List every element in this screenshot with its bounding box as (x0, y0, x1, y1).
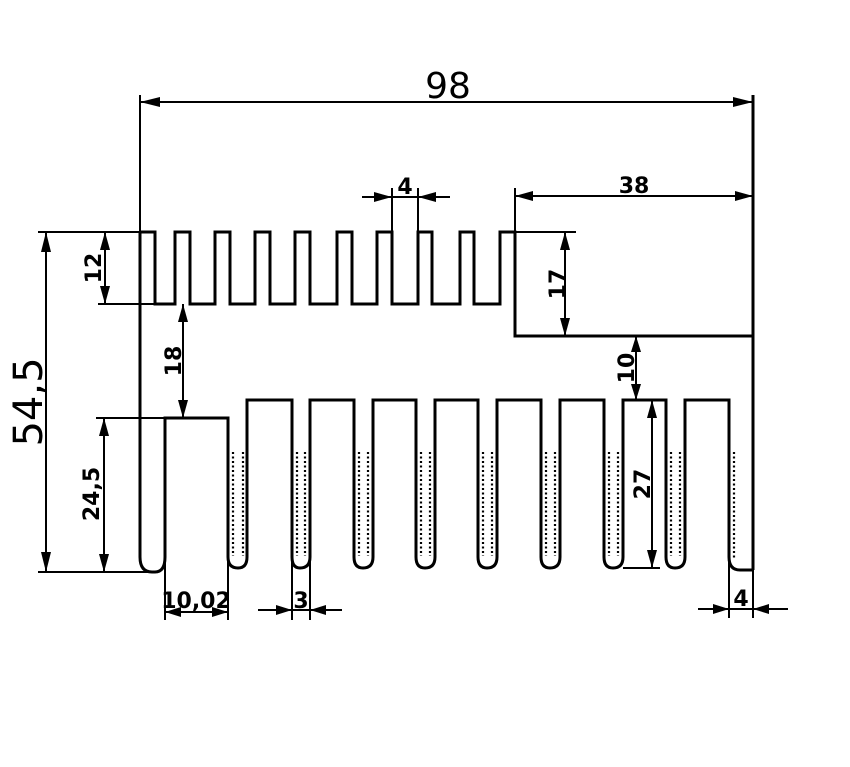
top-fin-height-label: 12 (82, 253, 107, 284)
lower-block-height-label: 24,5 (80, 467, 105, 521)
dimension-top-fin-width: 4 (362, 175, 450, 232)
right-block-width-label: 38 (619, 174, 650, 199)
right-block-height-label: 17 (546, 269, 571, 300)
dimension-right-block-height: 17 (515, 231, 576, 336)
dimension-lower-block-width: 10,02 (161, 557, 231, 620)
dimension-end-wall-width: 4 (698, 557, 788, 618)
dimension-lower-fin-height: 27 (623, 399, 666, 569)
upper-comb-outline (140, 230, 753, 338)
top-fin-width-label: 4 (397, 175, 412, 200)
dimension-overall-height: 54,5 (6, 231, 150, 573)
lower-fin-outline (138, 398, 753, 574)
lower-fin-height-label: 27 (631, 469, 656, 500)
dimension-lower-block-height: 24,5 (80, 417, 165, 572)
dimension-gap-height: 18 (162, 304, 188, 418)
dimension-right-block-width: 38 (514, 174, 753, 232)
dimension-overall-width: 98 (139, 66, 753, 232)
lower-slot-width-label: 3 (293, 589, 308, 614)
right-gap-label: 10 (615, 353, 640, 384)
gap-height-label: 18 (162, 346, 187, 377)
dimension-right-gap: 10 (615, 336, 641, 400)
overall-width-label: 98 (425, 66, 471, 107)
dimension-top-fin-height: 12 (82, 231, 155, 305)
end-wall-width-label: 4 (733, 587, 748, 612)
dimension-lower-slot-width: 3 (258, 557, 342, 620)
lower-block-width-label: 10,02 (161, 589, 231, 614)
overall-height-label: 54,5 (6, 357, 52, 446)
serrated-fin-surfaces (231, 452, 736, 560)
